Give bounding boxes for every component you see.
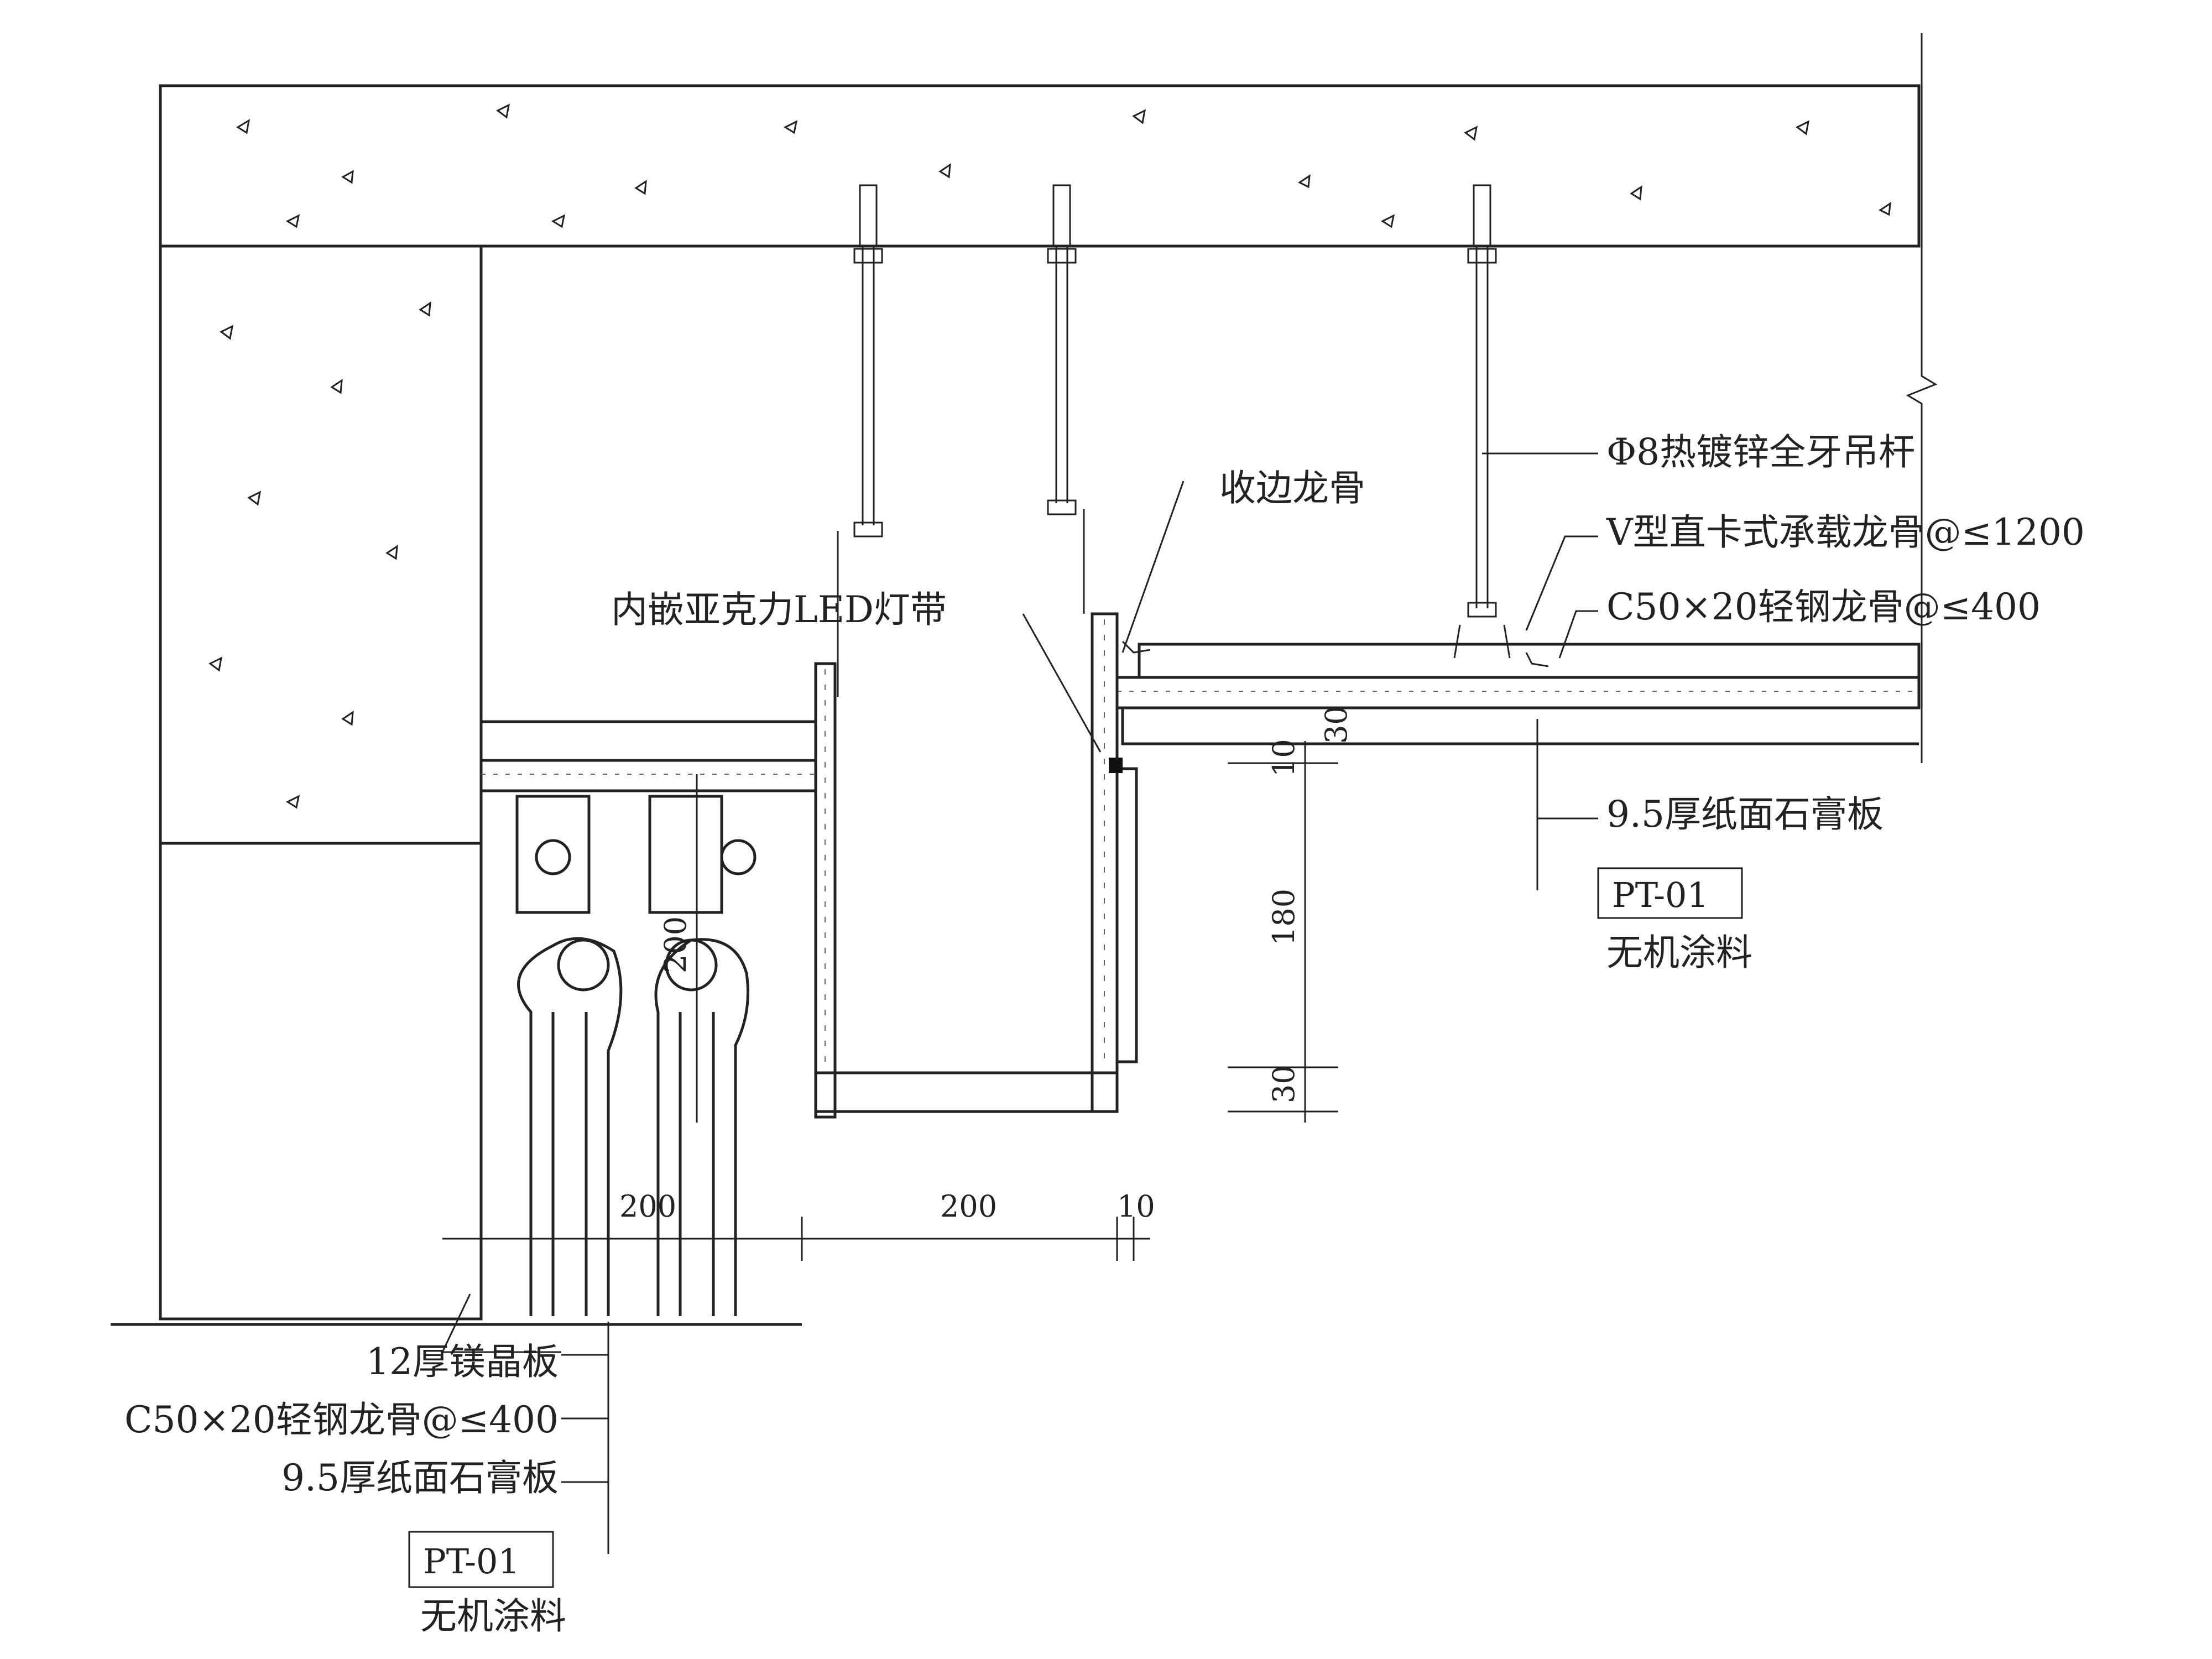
label-c-keel-top: C50×20轻钢龙骨@≤400 xyxy=(1606,586,2041,628)
label-board-bottom: 9.5厚纸面石膏板 xyxy=(281,1457,559,1499)
label-edge-keel: 收边龙骨 xyxy=(1219,467,1365,509)
dimension-lines xyxy=(442,741,1338,1261)
pt-tag-top-text: PT-01 xyxy=(1612,875,1709,915)
label-led: 内嵌亚克力LED灯带 xyxy=(611,588,947,631)
label-v-keel: V型直卡式承载龙骨@≤1200 xyxy=(1606,511,2085,554)
break-line xyxy=(1906,33,1938,763)
dim-180: 180 xyxy=(1266,889,1301,946)
dim-30-top: 30 xyxy=(1319,706,1354,744)
left-soffit-board xyxy=(479,720,817,792)
label-board-top: 9.5厚纸面石膏板 xyxy=(1606,793,1884,836)
concrete-slab xyxy=(159,84,1921,248)
dim-200-mid: 200 xyxy=(940,1189,997,1224)
label-rod: Φ8热镀锌全牙吊杆 xyxy=(1606,431,1915,473)
pt-tag-top: PT-01 xyxy=(1597,867,1743,919)
label-paint-bottom: 无机涂料 xyxy=(420,1595,566,1637)
label-mgo-board: 12厚镁晶板 xyxy=(366,1340,559,1383)
aggregate-marks xyxy=(236,103,1891,228)
leader-lines xyxy=(441,452,1598,1554)
c-keel-profile xyxy=(1121,640,1549,667)
dim-30-bottom: 30 xyxy=(1266,1065,1301,1103)
light-trough xyxy=(814,612,1138,1119)
pt-tag-bottom-text: PT-01 xyxy=(423,1541,520,1582)
dim-10-right: 10 xyxy=(1117,1189,1155,1224)
dim-200-left: 200 xyxy=(619,1189,676,1224)
concrete-wall xyxy=(159,244,483,1321)
dim-200-vertical: 200 xyxy=(658,916,693,973)
label-paint-top: 无机涂料 xyxy=(1606,931,1752,974)
led-strip xyxy=(1109,758,1123,773)
dim-10-top: 10 xyxy=(1266,739,1301,777)
hanger-rod xyxy=(1453,184,1511,659)
pt-tag-bottom: PT-01 xyxy=(408,1531,554,1588)
right-ceiling-board xyxy=(1115,640,1921,745)
hanger-rod xyxy=(837,184,883,697)
curtain-track xyxy=(515,795,757,1316)
label-c-keel-bottom: C50×20轻钢龙骨@≤400 xyxy=(124,1399,559,1441)
hanger-rod xyxy=(1047,184,1085,614)
